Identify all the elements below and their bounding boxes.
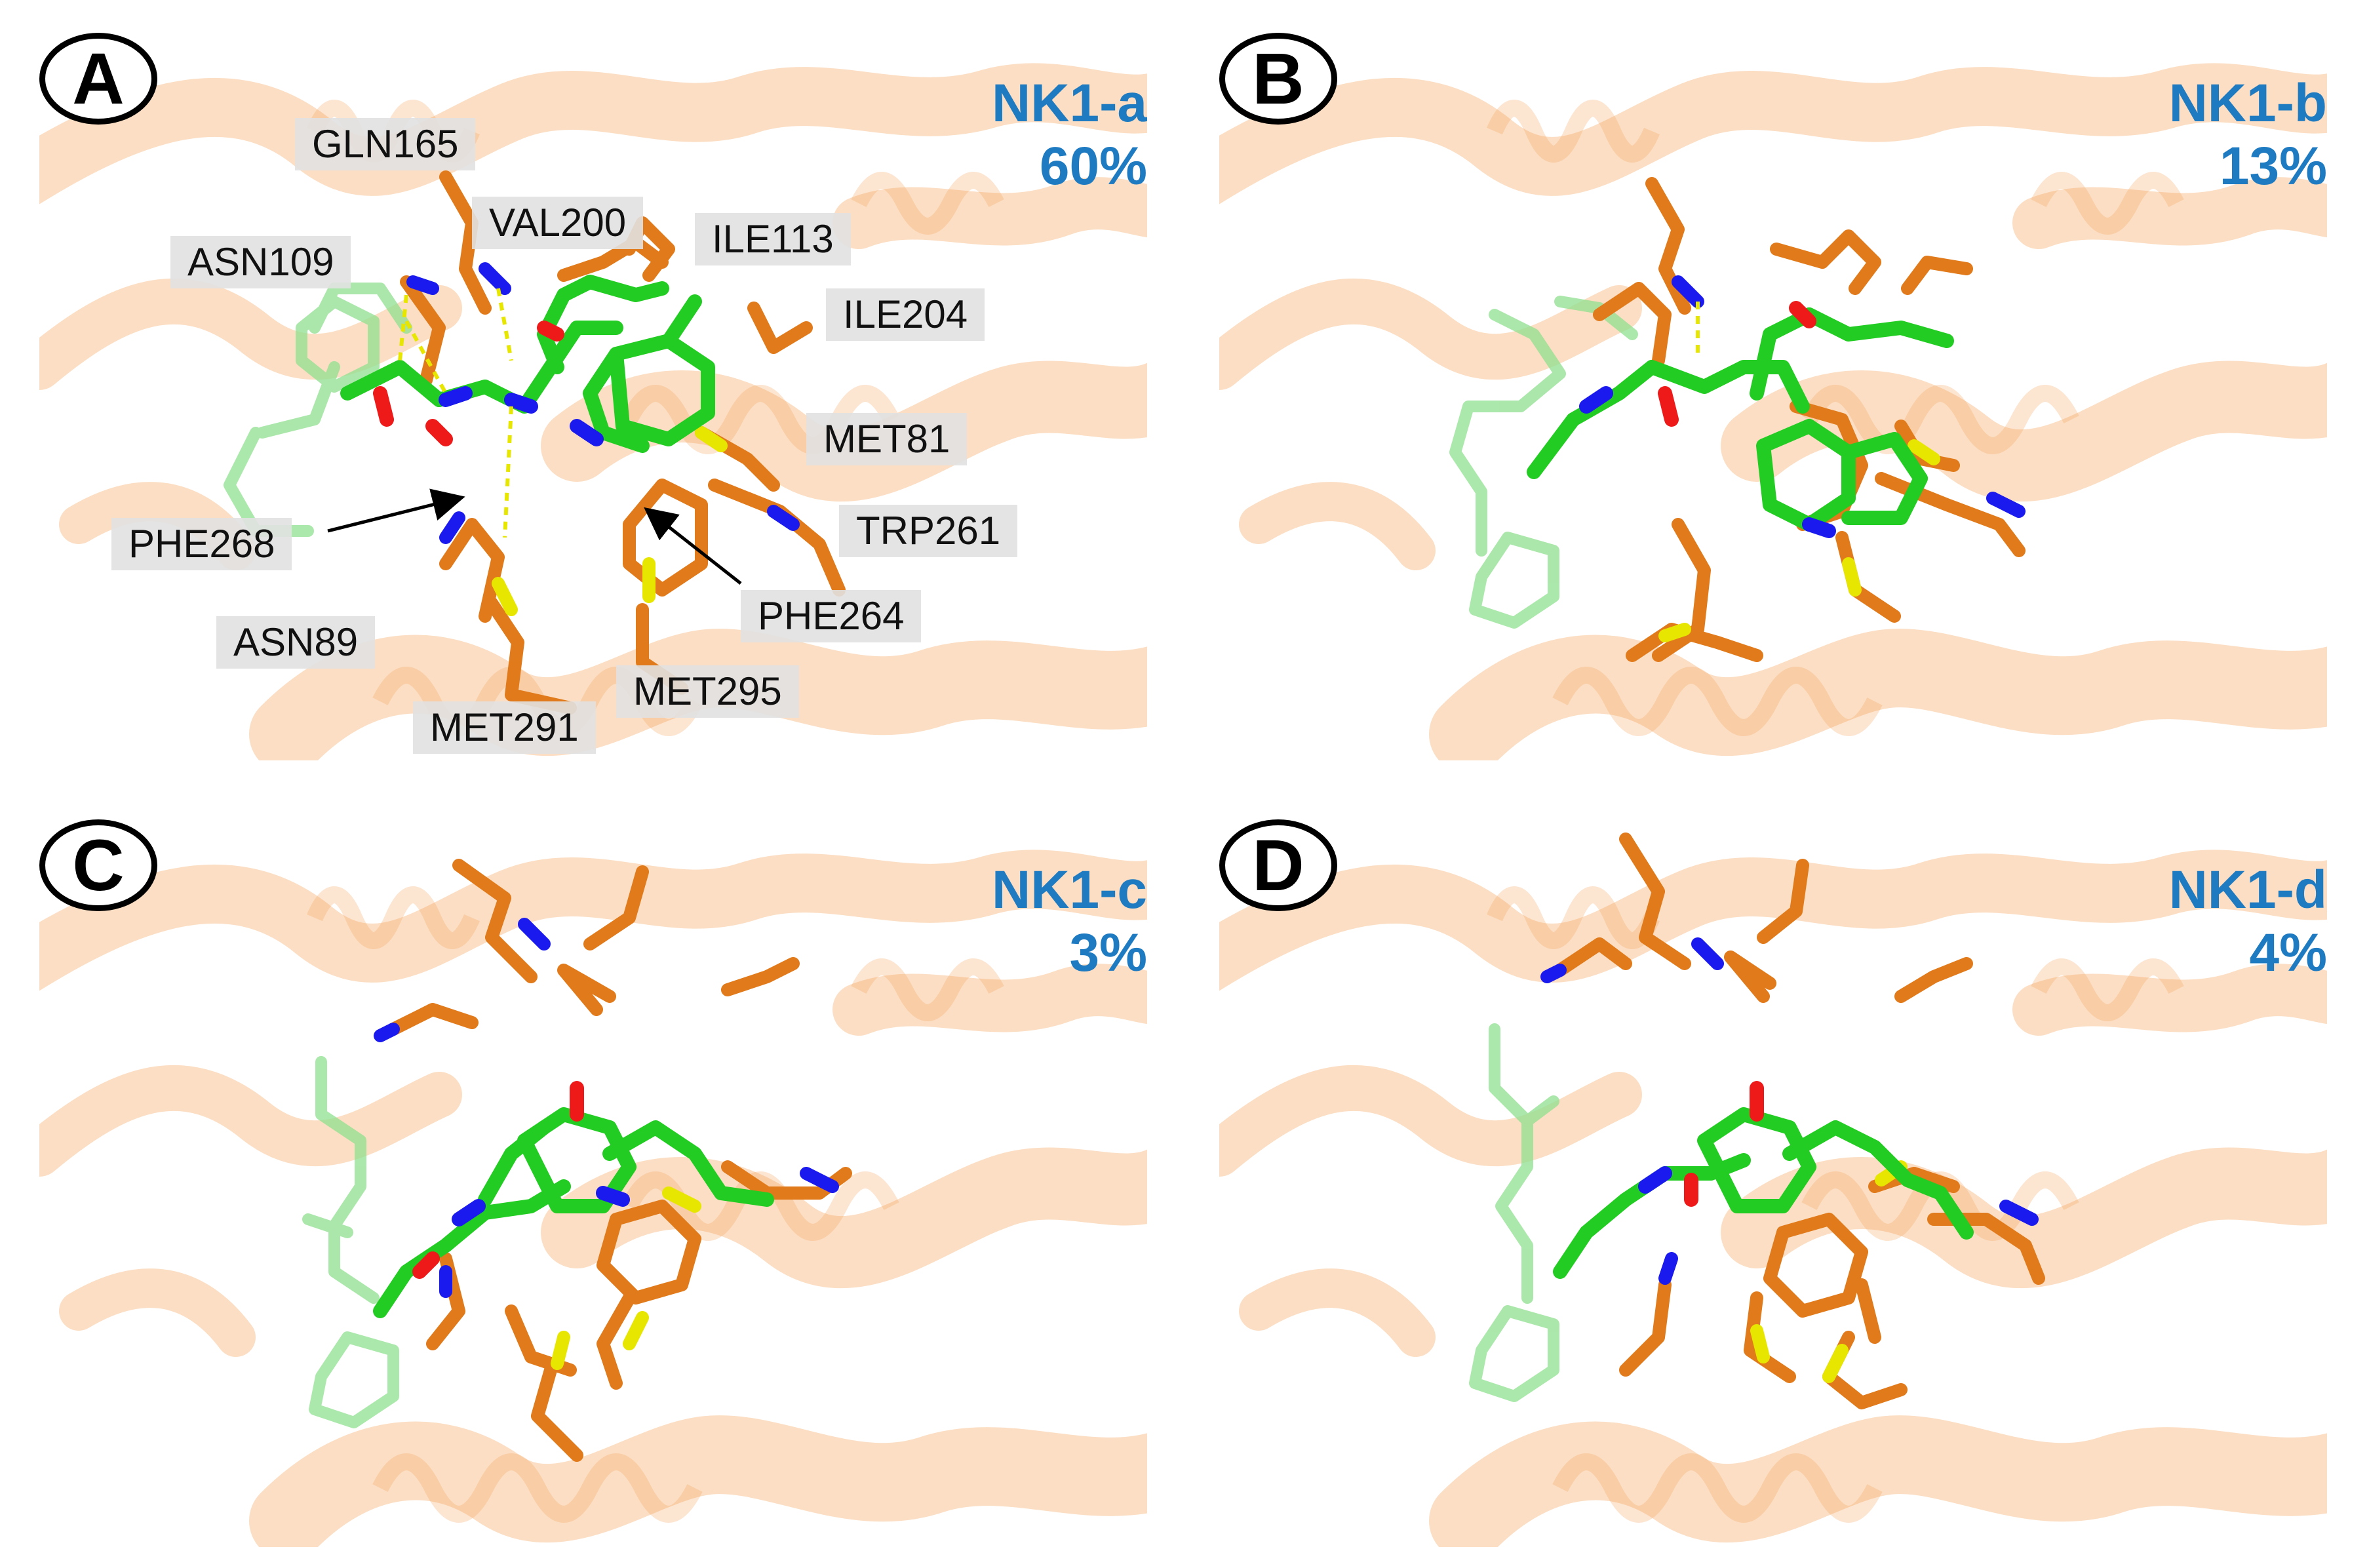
cluster-name-c: NK1-c xyxy=(992,860,1147,920)
panel-letter-c: C xyxy=(39,819,157,911)
cluster-percent-d: 4% xyxy=(2249,923,2327,983)
molecule-scene-b xyxy=(1219,26,2327,760)
label-met295: MET295 xyxy=(616,665,799,718)
panel-b: B NK1-b 13% xyxy=(1219,26,2327,760)
label-phe268: PHE268 xyxy=(111,518,292,570)
panel-d: D NK1-d 4% xyxy=(1219,813,2327,1547)
label-val200: VAL200 xyxy=(472,197,644,249)
molecule-scene-c xyxy=(39,813,1147,1547)
cluster-name-a: NK1-a xyxy=(992,73,1147,133)
panel-title-a: NK1-a 60% xyxy=(992,72,1147,198)
molecule-scene-d xyxy=(1219,833,2327,1547)
label-ile204: ILE204 xyxy=(826,288,985,341)
label-trp261: TRP261 xyxy=(839,505,1018,557)
cluster-percent-b: 13% xyxy=(2219,136,2327,196)
label-phe264: PHE264 xyxy=(741,590,922,642)
panel-c: C NK1-c 3% xyxy=(39,813,1147,1547)
cluster-percent-c: 3% xyxy=(1069,923,1147,983)
molecule-scene-a xyxy=(39,26,1147,760)
panel-letter-d: D xyxy=(1219,819,1337,911)
cluster-percent-a: 60% xyxy=(1039,136,1147,196)
cluster-name-d: NK1-d xyxy=(2168,860,2327,920)
label-asn89: ASN89 xyxy=(216,616,376,669)
panel-a: A NK1-a 60% GLN165 VAL200 ILE113 ASN109 … xyxy=(39,26,1147,760)
panel-letter-a: A xyxy=(39,33,157,125)
panel-title-d: NK1-d 4% xyxy=(2169,859,2327,985)
panel-letter-b: B xyxy=(1219,33,1337,125)
label-gln165: GLN165 xyxy=(295,118,476,170)
panel-title-b: NK1-b 13% xyxy=(2169,72,2327,198)
cluster-name-b: NK1-b xyxy=(2168,73,2327,133)
label-met291: MET291 xyxy=(413,701,596,754)
panel-title-c: NK1-c 3% xyxy=(992,859,1147,985)
label-ile113: ILE113 xyxy=(695,213,851,265)
label-met81: MET81 xyxy=(806,413,968,465)
label-asn109: ASN109 xyxy=(170,236,351,288)
